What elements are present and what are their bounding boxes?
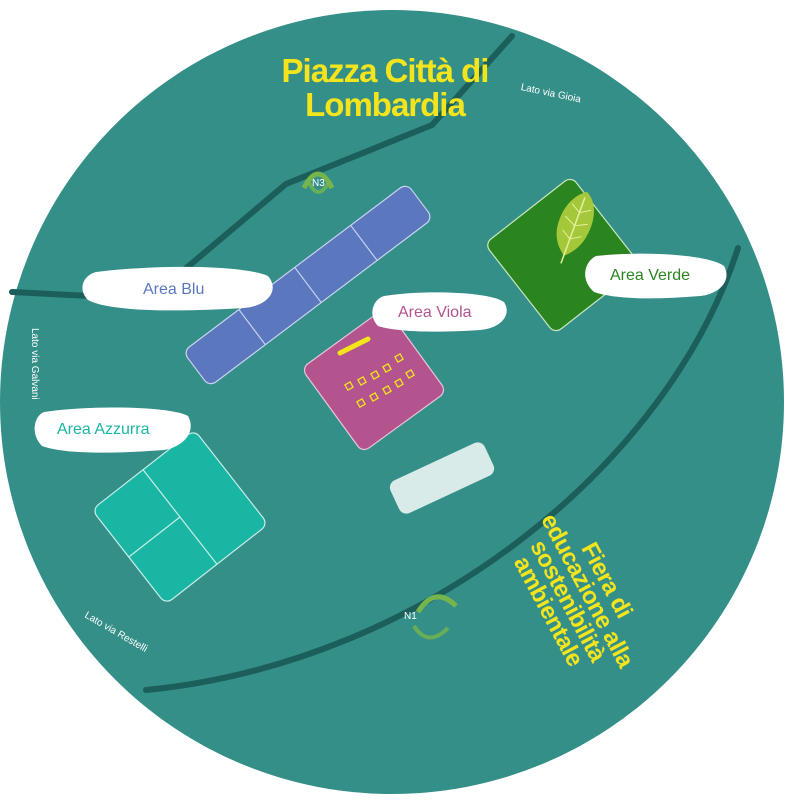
area-verde-label[interactable]: Area Verde (610, 267, 691, 284)
area-viola-block[interactable] (301, 307, 446, 452)
street-label-galvani: Lato via Galvani (29, 328, 40, 400)
marker-n1-label[interactable]: N1 (404, 611, 417, 622)
area-viola-label[interactable]: Area Viola (398, 304, 472, 321)
leaf-icon (556, 191, 594, 264)
label-bubble-blu (82, 266, 273, 311)
road-top (175, 33, 515, 278)
map-title: Piazza Città di Lombardia (281, 52, 490, 123)
label-bubble-viola (372, 292, 507, 332)
road-left (9, 289, 93, 299)
area-blu-block[interactable] (183, 183, 433, 387)
road-bottom (143, 245, 741, 693)
area-azzurra-block[interactable] (92, 430, 268, 605)
label-bubble-verde (585, 253, 727, 299)
area-azzurra-label[interactable]: Area Azzurra (57, 421, 150, 438)
viola-stage-icon (337, 336, 371, 356)
service-block[interactable] (387, 440, 496, 517)
area-blu-label[interactable]: Area Blu (143, 281, 205, 298)
viola-stands-icon (344, 353, 415, 408)
marker-n1-icon[interactable] (412, 594, 458, 640)
marker-n3-icon[interactable] (301, 171, 335, 194)
label-bubble-azzurra (34, 407, 191, 453)
marker-n3-label[interactable]: N3 (312, 178, 325, 189)
